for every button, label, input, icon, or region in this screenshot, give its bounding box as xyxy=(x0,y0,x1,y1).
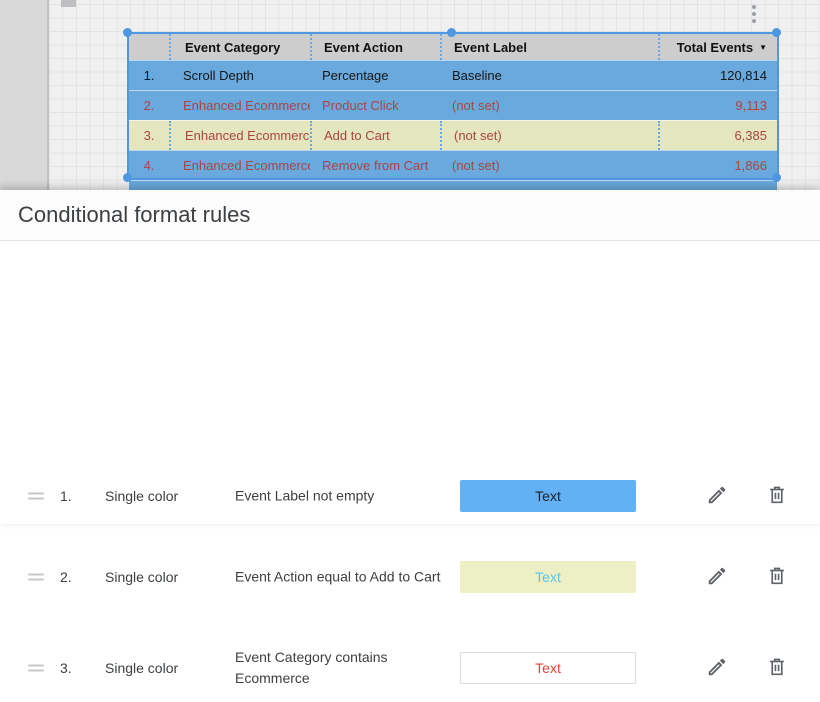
column-header-label: Event Category xyxy=(185,39,281,55)
column-header-label: Event Action xyxy=(324,39,403,55)
table-cell-label: (not set) xyxy=(452,158,500,173)
format-rule-row: 2. Single color Event Action equal to Add … xyxy=(0,547,820,607)
column-header-event-label[interactable]: Event Label xyxy=(440,34,658,60)
kebab-menu-icon[interactable] xyxy=(750,5,758,27)
rule-style-chip[interactable]: Text xyxy=(460,480,636,512)
rule-index: 1. xyxy=(60,488,72,504)
rule-index: 3. xyxy=(60,660,72,676)
table-cell-index: 5. xyxy=(129,181,169,191)
table-cell-total: 120,814 xyxy=(720,68,767,83)
table-cell-total: 1,866 xyxy=(734,158,767,173)
table-cell-label: Baseline xyxy=(452,68,502,83)
table-cell-action: Product Click xyxy=(322,98,399,113)
drag-handle-icon[interactable] xyxy=(28,571,44,584)
rule-type: Single color xyxy=(105,569,179,585)
selection-handle-top-right[interactable] xyxy=(772,28,781,37)
table-cell-action: Quickview Click xyxy=(310,181,440,191)
selection-handle-bottom-right[interactable] xyxy=(772,173,781,182)
rule-condition: Event Category contains Ecommerce xyxy=(235,649,388,686)
sort-desc-icon[interactable]: ▼ xyxy=(759,42,767,52)
format-rule-row: 1. Single color Event Label not empty Text xyxy=(0,466,820,526)
delete-rule-button[interactable] xyxy=(765,656,789,680)
selection-handle-top-left[interactable] xyxy=(123,28,132,37)
selection-handle-top-middle[interactable] xyxy=(447,28,456,37)
edit-rule-button[interactable] xyxy=(705,484,729,508)
table-row[interactable]: 1. Scroll Depth Percentage Baseline 120,814 xyxy=(129,60,777,90)
rule-style-chip[interactable]: Text xyxy=(460,561,636,593)
table-cell-index: 3. xyxy=(143,128,155,143)
table-cell-total: 9,113 xyxy=(735,98,767,113)
rule-type: Single color xyxy=(105,660,179,676)
canvas-left-margin xyxy=(0,0,49,191)
selection-handle-bottom-left[interactable] xyxy=(123,173,132,182)
table-cell-action: Add to Cart xyxy=(310,121,440,150)
table-cell-category: Enhanced Ecommerce xyxy=(169,181,310,191)
edit-rule-button[interactable] xyxy=(705,565,729,589)
table-cell-total: 1,220 xyxy=(658,181,777,191)
table-cell-category: Enhanced Ecommerce xyxy=(183,98,310,113)
table-cell-index: 4. xyxy=(143,158,155,173)
column-header-event-action[interactable]: Event Action xyxy=(310,34,440,60)
column-header-label: Event Label xyxy=(454,39,527,55)
delete-rule-button[interactable] xyxy=(765,565,789,589)
column-header-event-category[interactable]: Event Category xyxy=(169,34,310,60)
table-header-row: Event Category Event Action Event Label Tot… xyxy=(129,34,777,60)
report-canvas[interactable]: Event Category Event Action Event Label Tot… xyxy=(0,0,820,191)
column-header-total-events[interactable]: Total Events ▼ xyxy=(658,34,777,60)
table-cell-category: Scroll Depth xyxy=(183,68,254,83)
table-cell-label: Android Tops Hoodie Black xyxy=(440,181,658,191)
table-cell-label: (not set) xyxy=(452,98,500,113)
drag-handle-icon[interactable] xyxy=(28,490,44,503)
rule-style-chip[interactable]: Text xyxy=(460,652,636,684)
panel-header: Conditional format rules xyxy=(0,190,820,241)
table-row[interactable]: 4. Enhanced Ecommerce Remove from Cart (not… xyxy=(129,150,777,180)
data-table[interactable]: Event Category Event Action Event Label Tot… xyxy=(129,34,777,191)
table-row[interactable]: 2. Enhanced Ecommerce Product Click (not se… xyxy=(129,90,777,120)
table-cell-index: 1. xyxy=(143,68,155,83)
table-cell-action: Percentage xyxy=(322,68,389,83)
format-rule-row: 3. Single color Event Category contains Ec… xyxy=(0,634,820,702)
table-cell-category: Enhanced Ecommerce xyxy=(183,158,310,173)
rule-type: Single color xyxy=(105,488,179,504)
table-cell-index: 2. xyxy=(143,98,155,113)
table-row[interactable]: 5.Enhanced EcommerceQuickview ClickAndro… xyxy=(129,180,777,191)
table-cell-action: Remove from Cart xyxy=(322,158,429,173)
table-cell-label: (not set) xyxy=(440,121,658,150)
delete-rule-button[interactable] xyxy=(765,484,789,508)
rule-condition: Event Action equal to Add to Cart xyxy=(235,568,441,585)
column-header-label: Total Events xyxy=(676,39,754,55)
edit-rule-button[interactable] xyxy=(705,656,729,680)
drag-handle-icon[interactable] xyxy=(28,662,44,675)
rule-condition: Event Label not empty xyxy=(235,487,375,504)
element-handle-remnant xyxy=(61,0,76,7)
table-cell-total: 6,385 xyxy=(658,121,777,150)
column-header-index[interactable] xyxy=(129,34,169,60)
panel-title: Conditional format rules xyxy=(18,202,251,227)
table-cell-category: Enhanced Ecommerce xyxy=(169,121,310,150)
rule-index: 2. xyxy=(60,569,72,585)
